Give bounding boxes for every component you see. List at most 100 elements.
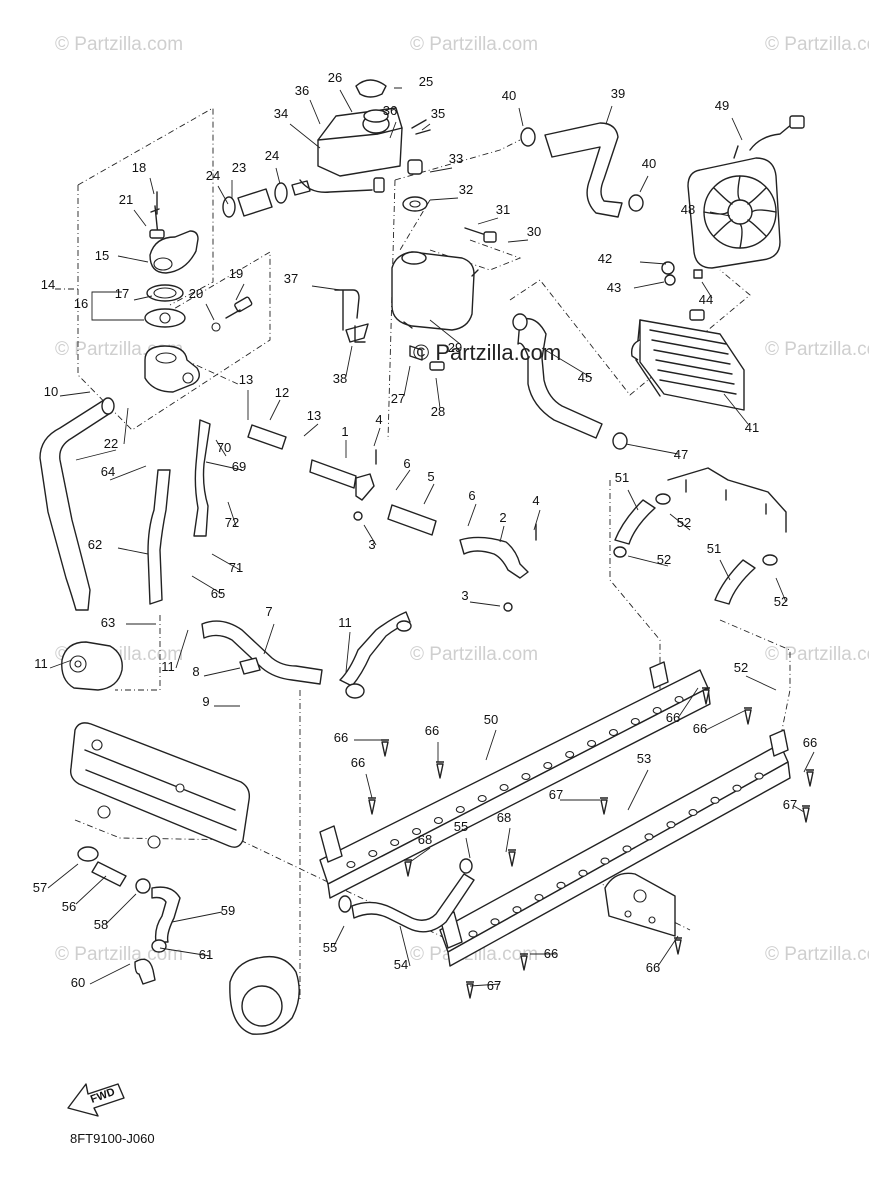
callout-66: 66	[351, 755, 365, 770]
rail-hole	[412, 827, 422, 836]
callout-29: 29	[448, 340, 462, 355]
callout-4: 4	[532, 493, 539, 508]
callout-33: 33	[449, 151, 463, 166]
watermark-text: © Partzilla.com	[55, 944, 183, 965]
callout-20: 20	[189, 286, 203, 301]
callout-51: 51	[707, 541, 721, 556]
rail-hole	[600, 857, 610, 865]
rail-hole	[754, 772, 764, 780]
bolt	[520, 953, 528, 971]
mounting-bracket	[604, 872, 676, 937]
callout-66: 66	[334, 730, 348, 745]
rail-hole	[710, 796, 720, 804]
callout-40: 40	[502, 88, 516, 103]
radiator	[630, 261, 745, 411]
rail-hole	[556, 881, 566, 889]
callout-69: 69	[232, 459, 246, 474]
bolt	[381, 739, 389, 757]
callout-60: 60	[71, 975, 85, 990]
callout-63: 63	[101, 615, 115, 630]
rail-hole	[565, 750, 575, 759]
callout-65: 65	[211, 586, 225, 601]
callout-61: 61	[199, 947, 213, 962]
callout-55: 55	[454, 819, 468, 834]
callout-70: 70	[217, 440, 231, 455]
rail-hole	[608, 728, 618, 737]
callout-55: 55	[323, 940, 337, 955]
rail-hole	[688, 808, 698, 817]
callout-67: 67	[783, 797, 797, 812]
bolt	[466, 981, 474, 999]
watermark-text: © Partzilla.com	[765, 34, 869, 55]
bolt-set	[368, 687, 814, 999]
callout-51: 51	[615, 470, 629, 485]
water-pump	[61, 641, 123, 691]
frame-rail-50	[319, 661, 711, 899]
callout-9: 9	[202, 694, 209, 709]
callout-21: 21	[119, 192, 133, 207]
callout-11: 11	[34, 656, 48, 671]
watermark-text: © Partzilla.com	[410, 644, 538, 665]
hose-7-group	[201, 611, 412, 699]
rear-engine-cover	[229, 955, 300, 1035]
rail-hole	[390, 838, 400, 847]
callout-72: 72	[225, 515, 239, 530]
callout-1: 1	[341, 424, 348, 439]
callout-71: 71	[229, 560, 243, 575]
callout-6: 6	[468, 488, 475, 503]
callout-66: 66	[803, 735, 817, 750]
middle-hose-62	[147, 419, 211, 605]
callout-47: 47	[674, 447, 688, 462]
watermark-text: © Partzilla.com	[765, 339, 869, 360]
breather-hose-group	[334, 289, 369, 343]
callout-14: 14	[41, 277, 55, 292]
rail-hole	[578, 869, 588, 877]
callout-43: 43	[607, 280, 621, 295]
callout-36: 36	[295, 83, 309, 98]
callout-49: 49	[715, 98, 729, 113]
callout-22: 22	[104, 436, 118, 451]
callout-3: 3	[368, 537, 375, 552]
reservoir-tank-lower	[391, 251, 479, 371]
rail-hole	[534, 893, 544, 902]
callout-66: 66	[544, 946, 558, 961]
callout-68: 68	[497, 810, 511, 825]
bolt	[368, 797, 376, 815]
right-hoses-51	[613, 467, 787, 605]
watermark-text: © Partzilla.com	[55, 34, 183, 55]
rail-hole	[644, 833, 654, 841]
callout-67: 67	[487, 978, 501, 993]
callout-2: 2	[499, 510, 506, 525]
bolt	[802, 805, 810, 823]
callout-12: 12	[275, 385, 289, 400]
rail-hole	[521, 772, 531, 781]
callout-3: 3	[461, 588, 468, 603]
callout-45: 45	[578, 370, 592, 385]
callout-66: 66	[646, 960, 660, 975]
bolt	[806, 769, 814, 787]
callout-30: 30	[527, 224, 541, 239]
callout-18: 18	[132, 160, 146, 175]
callout-37: 37	[284, 271, 298, 286]
callout-16: 16	[74, 296, 88, 311]
callout-54: 54	[394, 957, 408, 972]
rail-hole	[455, 805, 465, 814]
callout-17: 17	[115, 286, 129, 301]
callout-52: 52	[774, 594, 788, 609]
frame-rail-53	[439, 729, 791, 967]
lower-left-hoses	[77, 846, 181, 985]
callout-68: 68	[418, 832, 432, 847]
callout-13: 13	[239, 372, 253, 387]
left-long-hose	[39, 397, 115, 611]
callout-64: 64	[101, 464, 115, 479]
rail-hole	[674, 695, 684, 704]
watermark-text: © Partzilla.com	[410, 34, 538, 55]
callout-57: 57	[33, 880, 47, 895]
watermark-text: © Partzilla.com	[410, 944, 538, 965]
bolt	[702, 687, 710, 705]
callout-35: 35	[431, 106, 445, 121]
rail-hole	[732, 784, 742, 792]
callout-10: 10	[44, 384, 58, 399]
